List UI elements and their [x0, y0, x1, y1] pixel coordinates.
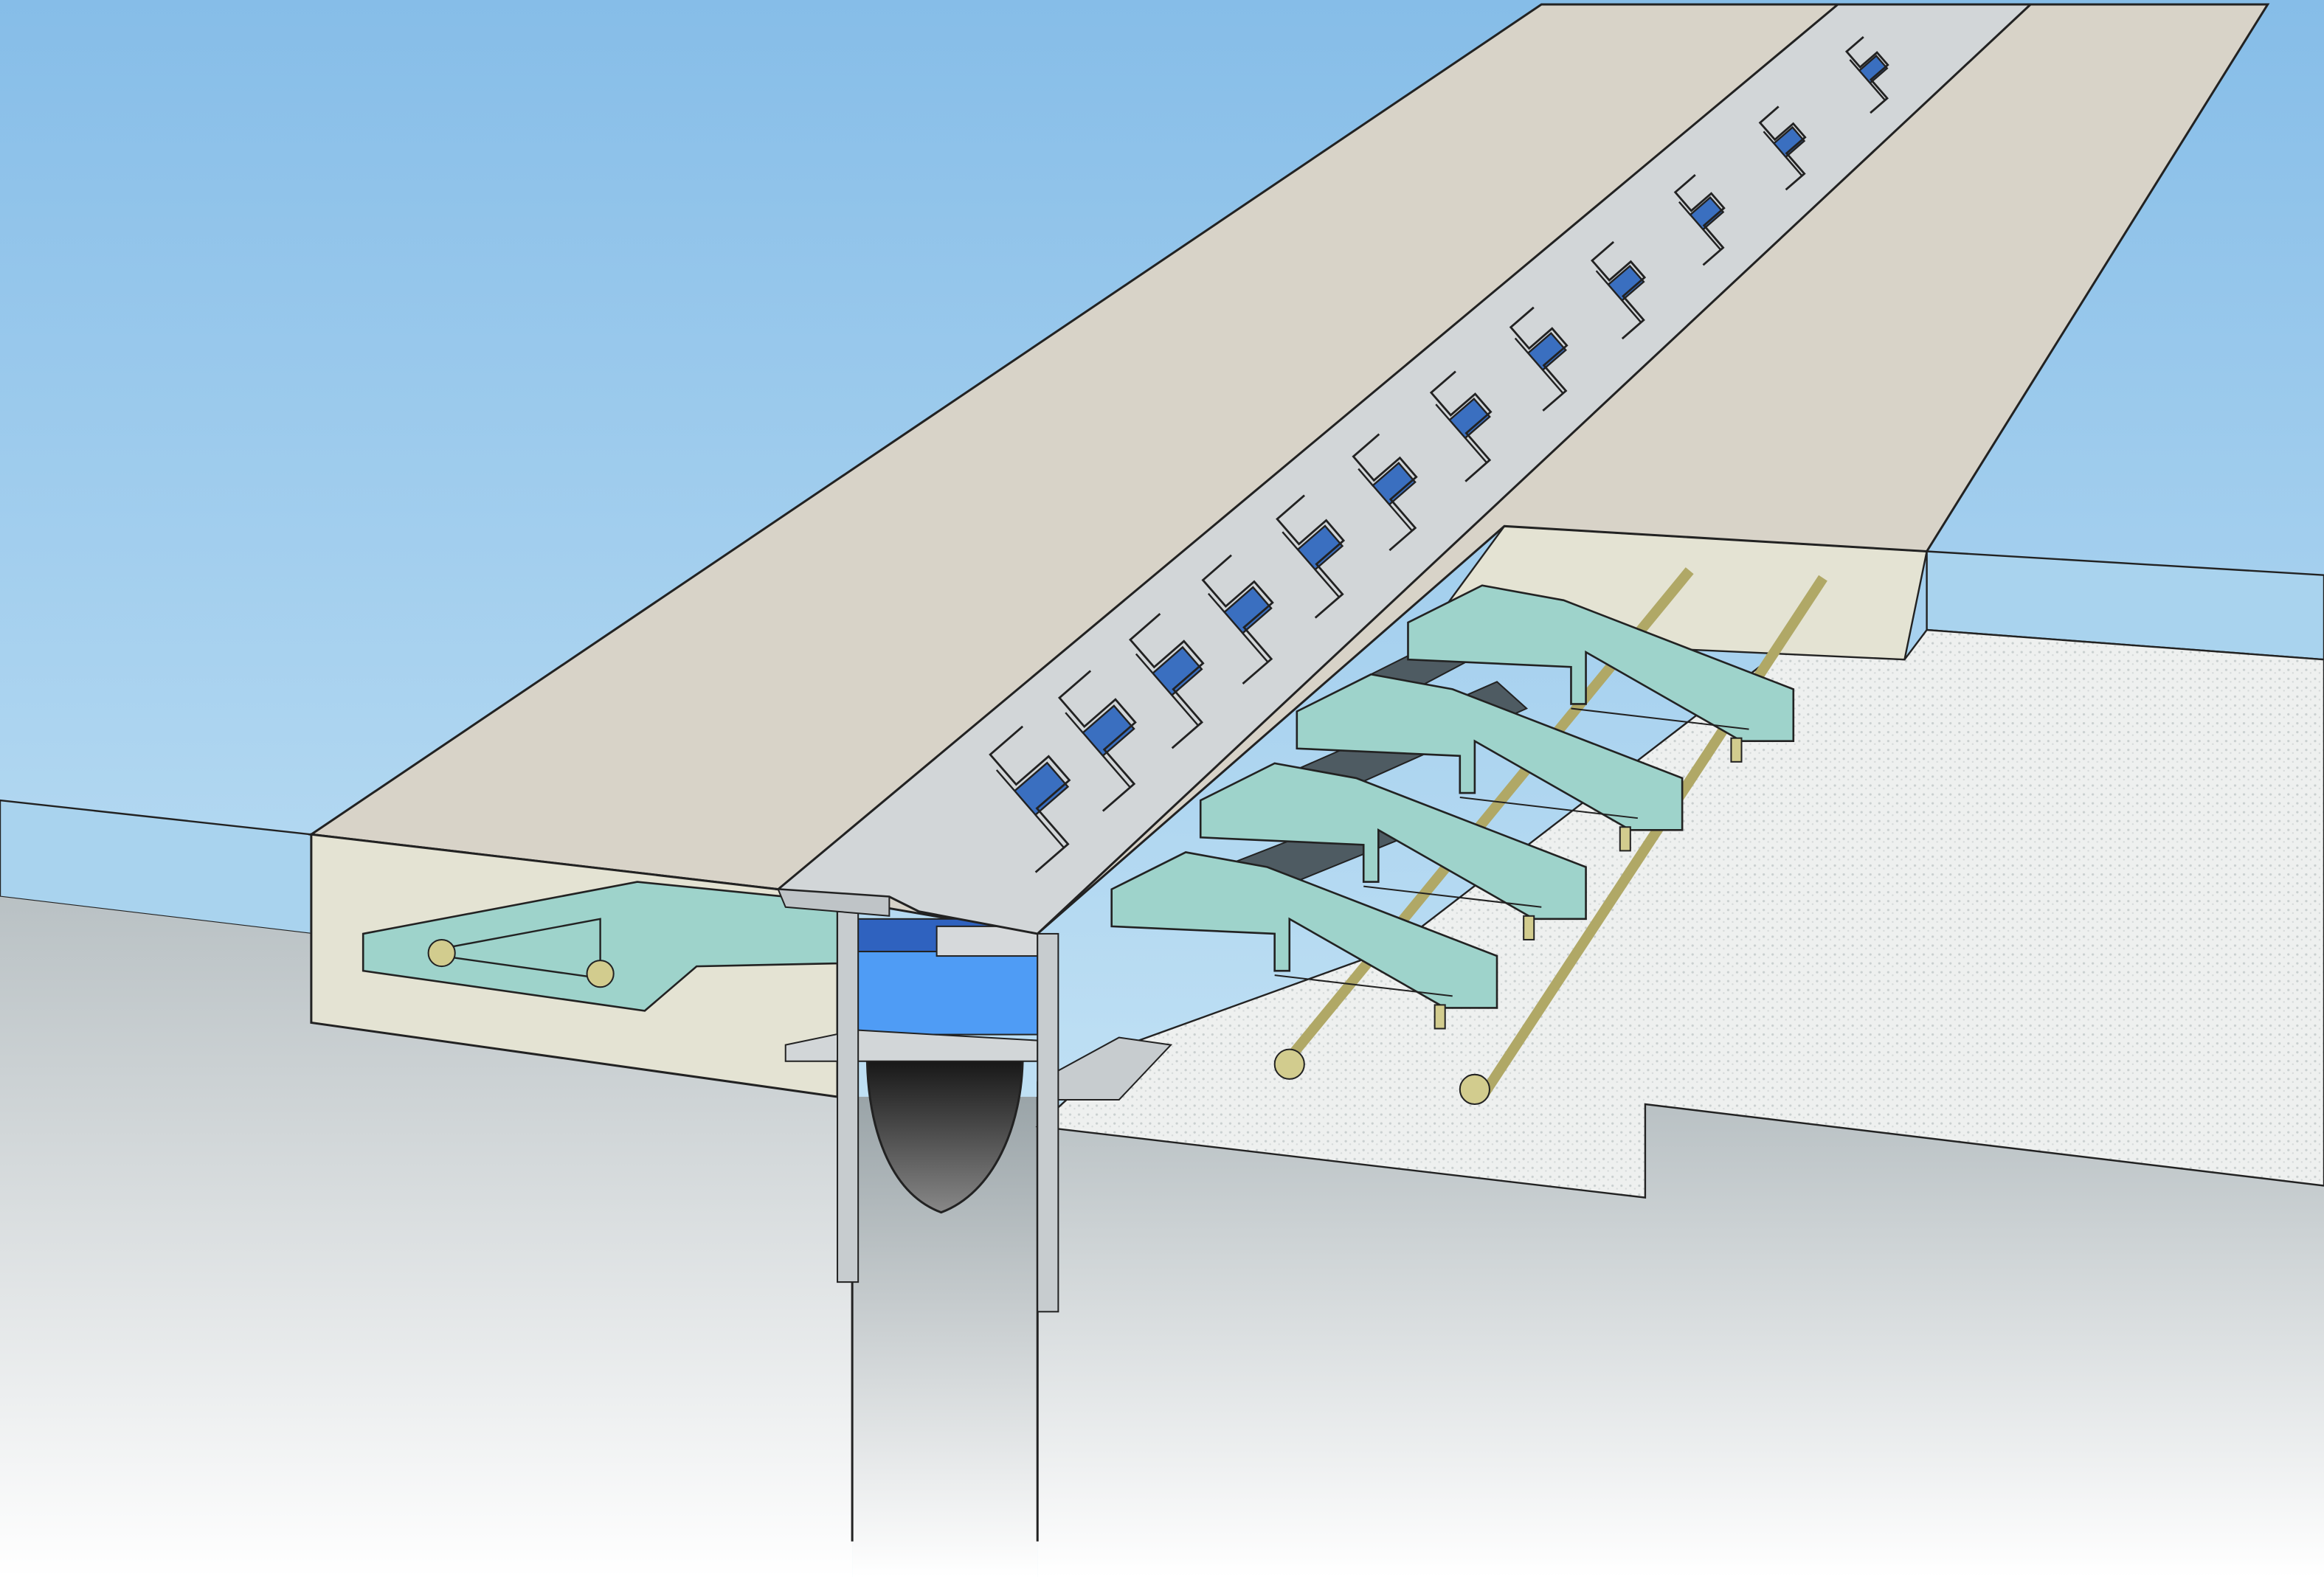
anchor-brackets — [1110, 567, 1827, 1106]
finger-gap — [1763, 125, 1806, 177]
finger-edge — [1129, 613, 1205, 749]
rebar-end — [1459, 1073, 1490, 1106]
finger-gap — [1678, 195, 1725, 251]
finger-gap — [1065, 704, 1135, 788]
finger-gap — [1282, 524, 1344, 598]
finger-edge — [1591, 240, 1647, 340]
finger-edge — [1352, 433, 1418, 552]
right-fill-concrete — [1035, 628, 2324, 1199]
anchor-bracket — [1296, 673, 1684, 852]
finger-edge — [1758, 105, 1807, 191]
finger-gap — [1849, 55, 1889, 101]
right-abutment — [1037, 1104, 2324, 1577]
finger-gap — [1514, 332, 1567, 395]
drainage-trough — [865, 1051, 1024, 1214]
seal-block — [856, 948, 1039, 1036]
finger-gap — [995, 761, 1070, 848]
anchor-bracket — [1110, 851, 1498, 1030]
finger-edge — [1057, 670, 1137, 812]
finger-edge — [989, 725, 1071, 873]
finger-gap — [1135, 645, 1203, 727]
finger-edge — [1276, 494, 1346, 619]
rebar — [1478, 575, 1827, 1100]
anchor-bracket — [1199, 762, 1587, 940]
finger-teeth — [989, 35, 1889, 873]
right-deck-strip — [1926, 550, 2324, 661]
finger-edge — [1509, 306, 1569, 412]
finger-gap — [1435, 398, 1491, 464]
finger-gap — [1595, 264, 1645, 323]
left-abutment — [0, 896, 853, 1577]
finger-edge — [1673, 174, 1726, 266]
finger-gap — [1358, 462, 1417, 532]
rebar-end — [586, 960, 615, 988]
rebar-end — [427, 938, 456, 968]
finger-gap — [1207, 586, 1273, 663]
rebar-end — [1273, 1048, 1305, 1080]
finger-edge — [1201, 554, 1274, 684]
finger-edge — [1844, 35, 1889, 114]
finger-edge — [1429, 370, 1493, 482]
anchor-bracket — [1407, 584, 1795, 763]
